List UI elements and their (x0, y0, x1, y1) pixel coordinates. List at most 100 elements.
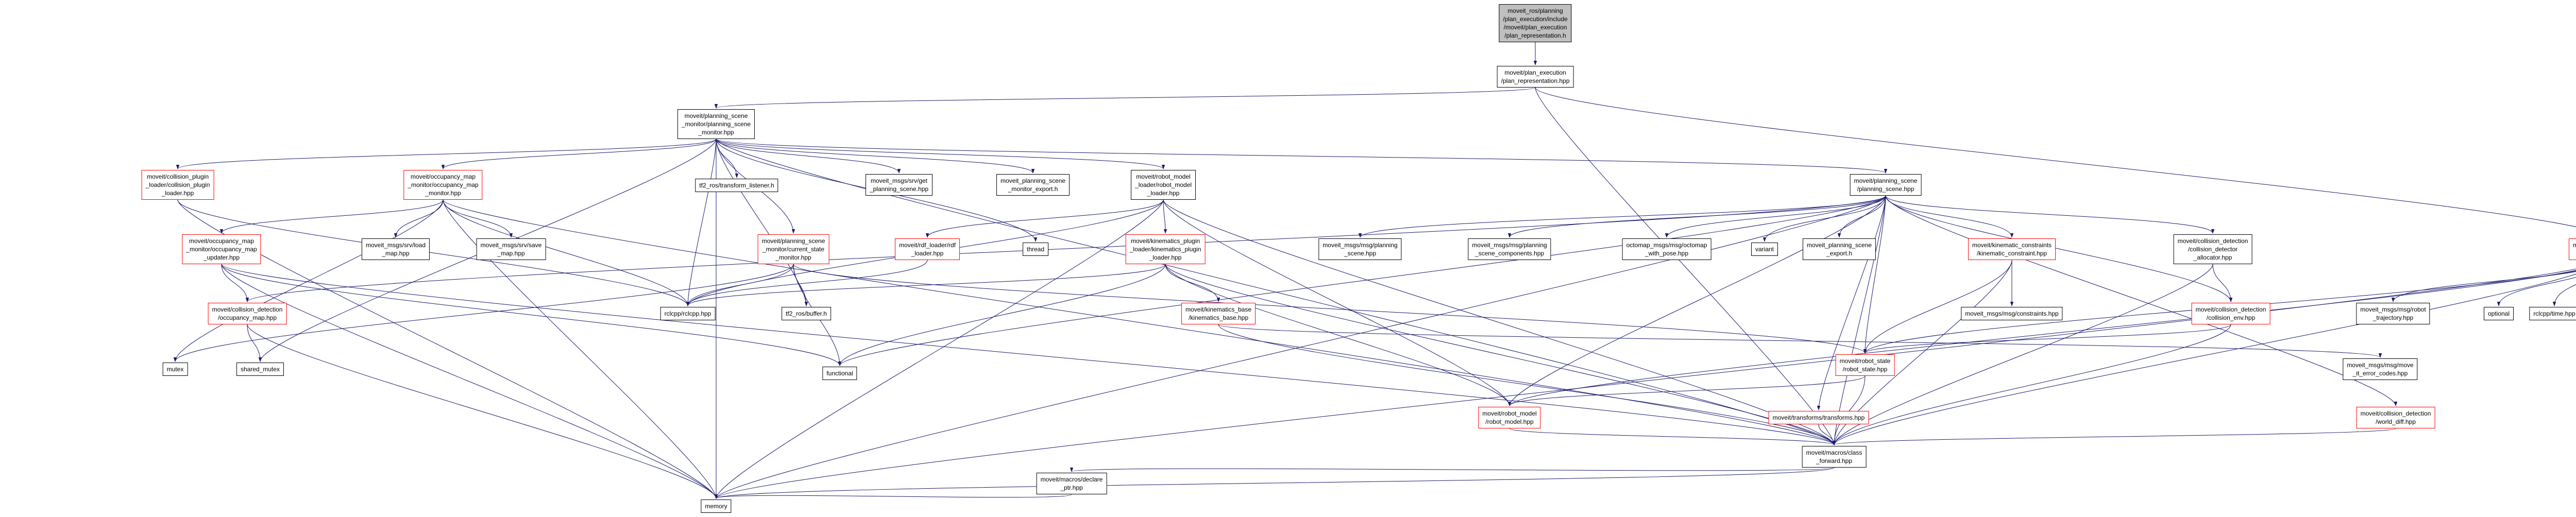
graph-edge-cda-cf (1832, 264, 2213, 445)
graph-node-omm[interactable]: moveit/occupancy_map _monitor/occupancy_… (403, 170, 483, 200)
graph-edge-rt-cf (1832, 273, 2576, 445)
graph-edge-psm-tf2buf (716, 139, 808, 306)
graph-node-rt[interactable]: moveit/robot_trajectory /robot_trajector… (2568, 238, 2576, 260)
graph-node-gps[interactable]: moveit_msgs/srv/get _planning_scene.hpp (865, 174, 933, 196)
graph-node-time[interactable]: rclcpp/time.hpp (2529, 307, 2576, 320)
graph-edge-csm-rs (793, 264, 1867, 354)
graph-edge-rt-rtmsg (2391, 271, 2576, 302)
graph-edge-cpl-rclcpp (177, 199, 690, 306)
graph-edge-omu-om (221, 264, 249, 302)
graph-node-root: moveit_ros/planning /plan_execution/incl… (1499, 4, 1572, 42)
graph-edge-omm-loadmap (394, 199, 444, 238)
graph-edge-psm-rml (716, 139, 1165, 169)
graph-edge-cenv-cf (1832, 324, 2231, 445)
graph-edge-psm-omm (441, 139, 717, 169)
graph-node-rml[interactable]: moveit/robot_model _loader/robot_model _… (1130, 170, 1196, 200)
graph-node-mutex[interactable]: mutex (162, 363, 188, 376)
graph-node-octo[interactable]: octomap_msgs/msg/octomap _with_pose.hpp (1622, 238, 1711, 260)
graph-node-omu[interactable]: moveit/occupancy_map _monitor/occupancy_… (182, 234, 261, 264)
graph-edge-rs-cf (1832, 375, 1866, 445)
graph-edge-tfm-cf (1818, 424, 1836, 445)
graph-edge-csm-mutex (173, 264, 794, 362)
graph-node-cda[interactable]: moveit/collision_detection /collision_de… (2173, 234, 2252, 264)
graph-edge-ps-cf (1832, 195, 1886, 445)
graph-edge-ps-cda (1885, 195, 2215, 234)
graph-edge-ps-tfm (1817, 195, 1886, 410)
graph-edge-om-memory (247, 324, 718, 499)
graph-node-optional[interactable]: optional (2483, 307, 2514, 320)
graph-edge-ps-kc (1885, 195, 2014, 238)
graph-node-ec[interactable]: moveit_msgs/msg/move _it_error_codes.hpp (2343, 358, 2418, 380)
graph-edge-psm-cpl (176, 139, 717, 169)
graph-edge-kc-rs (1863, 260, 2012, 354)
graph-node-cmsg[interactable]: moveit_msgs/msg/constraints.hpp (1961, 307, 2063, 320)
graph-edge-rs-rm (1507, 375, 1866, 406)
graph-node-rtmsg[interactable]: moveit_msgs/msg/robot _trajectory.hpp (2356, 303, 2430, 324)
graph-edge-ps-om (246, 195, 1886, 302)
graph-node-shmutex[interactable]: shared_mutex (236, 363, 284, 376)
graph-node-psm[interactable]: moveit/planning_scene _monitor/planning_… (677, 109, 755, 139)
graph-edge-cenv-rs (1863, 324, 2231, 354)
graph-edge-kb-cf (1218, 324, 1836, 445)
graph-node-rs[interactable]: moveit/robot_state /robot_state.hpp (1835, 354, 1895, 376)
graph-node-cf[interactable]: moveit/macros/class _forward.hpp (1802, 446, 1867, 468)
graph-edge-cda-cenv (2212, 264, 2233, 302)
graph-node-dp[interactable]: moveit/macros/declare _ptr.hpp (1036, 473, 1107, 494)
graph-node-exp1[interactable]: moveit_planning_scene _monitor_export.h (996, 174, 1070, 196)
graph-node-rclcpp[interactable]: rclcpp/rclcpp.hpp (660, 307, 716, 320)
graph-edge-rt-memory (715, 268, 2576, 499)
graph-node-csm[interactable]: moveit/planning_scene _monitor/current_s… (757, 234, 829, 264)
graph-edge-ps-exp2 (1837, 195, 1886, 238)
graph-node-exp2[interactable]: moveit_planning_scene _export.h (1802, 238, 1876, 260)
graph-edge-kpl-functional (838, 264, 1166, 366)
graph-edge-psm-cf (716, 139, 1836, 445)
graph-edge-ps-variant (1762, 195, 1886, 242)
graph-edge-rml-kpl (1163, 199, 1167, 234)
graph-node-pr[interactable]: moveit/plan_execution /plan_representati… (1497, 66, 1574, 88)
graph-edge-omm-mutex (173, 199, 444, 362)
graph-node-thread[interactable]: thread (1022, 243, 1049, 256)
graph-edge-kpl-rm (1165, 264, 1512, 406)
graph-edge-rml-rm (1163, 199, 1512, 406)
graph-edge-rml-rdf (925, 199, 1164, 238)
graph-node-tfl[interactable]: tf2_ros/transform_listener.h (695, 179, 778, 192)
graph-node-om[interactable]: moveit/collision_detection /occupancy_ma… (208, 303, 287, 324)
graph-node-msgps[interactable]: moveit_msgs/msg/planning _scene.hpp (1318, 238, 1402, 260)
graph-node-savemap[interactable]: moveit_msgs/srv/save _map.hpp (476, 238, 546, 260)
graph-edge-pr-rt (1535, 87, 2576, 228)
graph-edge-ps-wd (1885, 195, 2398, 406)
graph-node-rm[interactable]: moveit/robot_model /robot_model.hpp (1478, 407, 1541, 428)
graph-edge-ps-cenv (1885, 195, 2233, 302)
graph-edge-rm-cf (1509, 428, 1836, 445)
graph-edge-kpl-cf (1165, 264, 1836, 445)
graph-node-cenv[interactable]: moveit/collision_detection /collision_en… (2191, 303, 2270, 324)
graph-node-ps[interactable]: moveit/planning_scene /planning_scene.hp… (1850, 174, 1922, 196)
graph-node-wd[interactable]: moveit/collision_detection /world_diff.h… (2356, 407, 2435, 428)
graph-edge-psm-tfl (716, 139, 739, 178)
graph-node-loadmap[interactable]: moveit_msgs/srv/load _map.hpp (361, 238, 430, 260)
graph-node-rdf[interactable]: moveit/rdf_loader/rdf _loader.hpp (894, 238, 960, 260)
graph-node-kpl[interactable]: moveit/kinematics_plugin _loader/kinemat… (1125, 234, 1206, 264)
graph-edge-omm-memory (443, 199, 718, 499)
graph-edge-rdf-rclcpp (686, 260, 928, 306)
graph-edge-omm-rclcpp (443, 199, 690, 306)
graph-node-memory[interactable]: memory (701, 499, 732, 513)
graph-edge-dp-memory (715, 494, 1072, 499)
graph-node-kc[interactable]: moveit/kinematic_constraints /kinematic_… (1968, 238, 2056, 260)
graph-node-variant[interactable]: variant (1751, 243, 1778, 256)
graph-node-tf2buf[interactable]: tf2_ros/buffer.h (782, 307, 831, 320)
graph-edge-ps-memory (715, 195, 1886, 499)
graph-edge-ps-rs (1863, 195, 1886, 354)
graph-edge-psm-rclcpp (686, 139, 717, 306)
graph-node-functional[interactable]: functional (822, 367, 857, 380)
graph-edge-kpl-kb (1165, 264, 1221, 302)
graph-edge-om-shmutex (247, 324, 262, 362)
graph-node-msgpsc[interactable]: moveit_msgs/msg/planning _scene_componen… (1468, 238, 1551, 260)
graph-node-cpl[interactable]: moveit/collision_plugin _loader/collisio… (141, 170, 214, 200)
graph-node-tfm[interactable]: moveit/transforms/transforms.hpp (1768, 411, 1869, 424)
graph-edge-ps-functional (838, 195, 1886, 366)
graph-edge-rt-optional (2497, 277, 2576, 306)
graph-node-kb[interactable]: moveit/kinematics_base /kinematics_base.… (1181, 303, 1256, 324)
graph-edge-wd-cf (1833, 428, 2396, 445)
graph-edge-kc-cf (1832, 260, 2012, 445)
